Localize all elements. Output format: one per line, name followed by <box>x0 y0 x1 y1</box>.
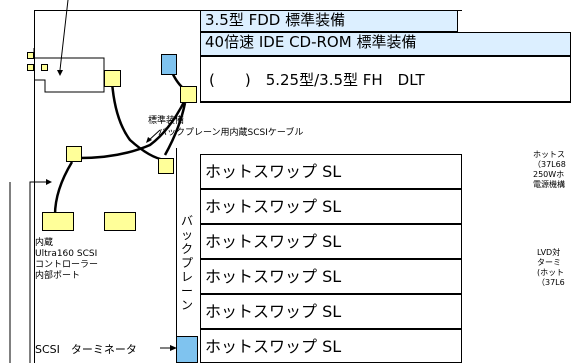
hotswap-slot-6: ホットスワップ SL <box>200 329 462 363</box>
terminator-label: SCSI ターミネータ <box>35 343 137 356</box>
backplane-connector <box>158 158 174 174</box>
controller-port-2 <box>104 212 136 231</box>
connector-small-2 <box>27 64 34 71</box>
controller-line: コントローラー <box>35 260 99 270</box>
backplane-char: プ <box>180 256 193 270</box>
backplane-char: レ <box>180 270 193 284</box>
standard-label: 標準装備 <box>148 116 185 126</box>
power-note-line: 250Wホ <box>533 170 565 179</box>
motherboard-connector <box>104 70 121 87</box>
lvd-note-line: (ホット <box>537 268 565 277</box>
backplane-cable-label: バックプレーン用内蔵SCSIケーブル <box>158 128 304 138</box>
power-note-line: （37L68 <box>533 160 566 169</box>
drive-bay-label: ( ) 5.25型/3.5型 FH DLT <box>209 71 425 89</box>
backplane-column <box>176 148 200 336</box>
cdrom-header: 40倍速 IDE CD-ROM 標準装備 <box>200 32 571 56</box>
connector-small-3 <box>41 64 48 71</box>
hotswap-slot-3: ホットスワップ SL <box>200 224 462 259</box>
fdd-header: 3.5型 FDD 標準装備 <box>200 10 458 32</box>
lvd-note-line: （37L6 <box>537 278 565 287</box>
backplane-char: ク <box>180 242 193 256</box>
power-note-line: 電源機構 <box>533 180 565 189</box>
backplane-char: バ <box>180 214 193 228</box>
power-note-line: ホットス <box>533 150 565 159</box>
backplane-char: ー <box>180 284 193 298</box>
controller-port-1 <box>42 212 74 231</box>
bay-divider <box>200 102 571 103</box>
lvd-note-line: LVD対 <box>537 248 561 257</box>
power-note: ホットス （37L68 250Wホ 電源機構 <box>533 150 571 190</box>
hotswap-slot-5: ホットスワップ SL <box>200 294 462 329</box>
backplane-label: バ ッ ク プ レ ー ン <box>179 214 195 312</box>
lvd-note: LVD対 ターミ (ホット （37L6 <box>537 248 571 288</box>
backplane-char: ン <box>180 298 193 312</box>
cable-connector-mid <box>66 146 82 162</box>
lvd-note-line: ターミ <box>537 258 561 267</box>
controller-line: 内蔵 <box>35 238 54 248</box>
drive-bay-box: ( ) 5.25型/3.5型 FH DLT <box>200 56 571 102</box>
controller-line: 内部ポート <box>35 271 81 281</box>
hotswap-slot-4: ホットスワップ SL <box>200 259 462 294</box>
connector-small-1 <box>27 52 34 59</box>
terminator-block <box>176 336 198 363</box>
controller-label: 内蔵 Ultra160 SCSI コントローラー 内部ポート <box>35 238 98 282</box>
hotswap-slot-2: ホットスワップ SL <box>200 189 462 224</box>
fdd-connector <box>161 54 177 75</box>
controller-line: Ultra160 SCSI <box>35 249 98 259</box>
hotswap-slot-1: ホットスワップ SL <box>200 154 462 189</box>
backplane-char: ッ <box>180 228 193 242</box>
cdrom-connector <box>180 86 197 103</box>
